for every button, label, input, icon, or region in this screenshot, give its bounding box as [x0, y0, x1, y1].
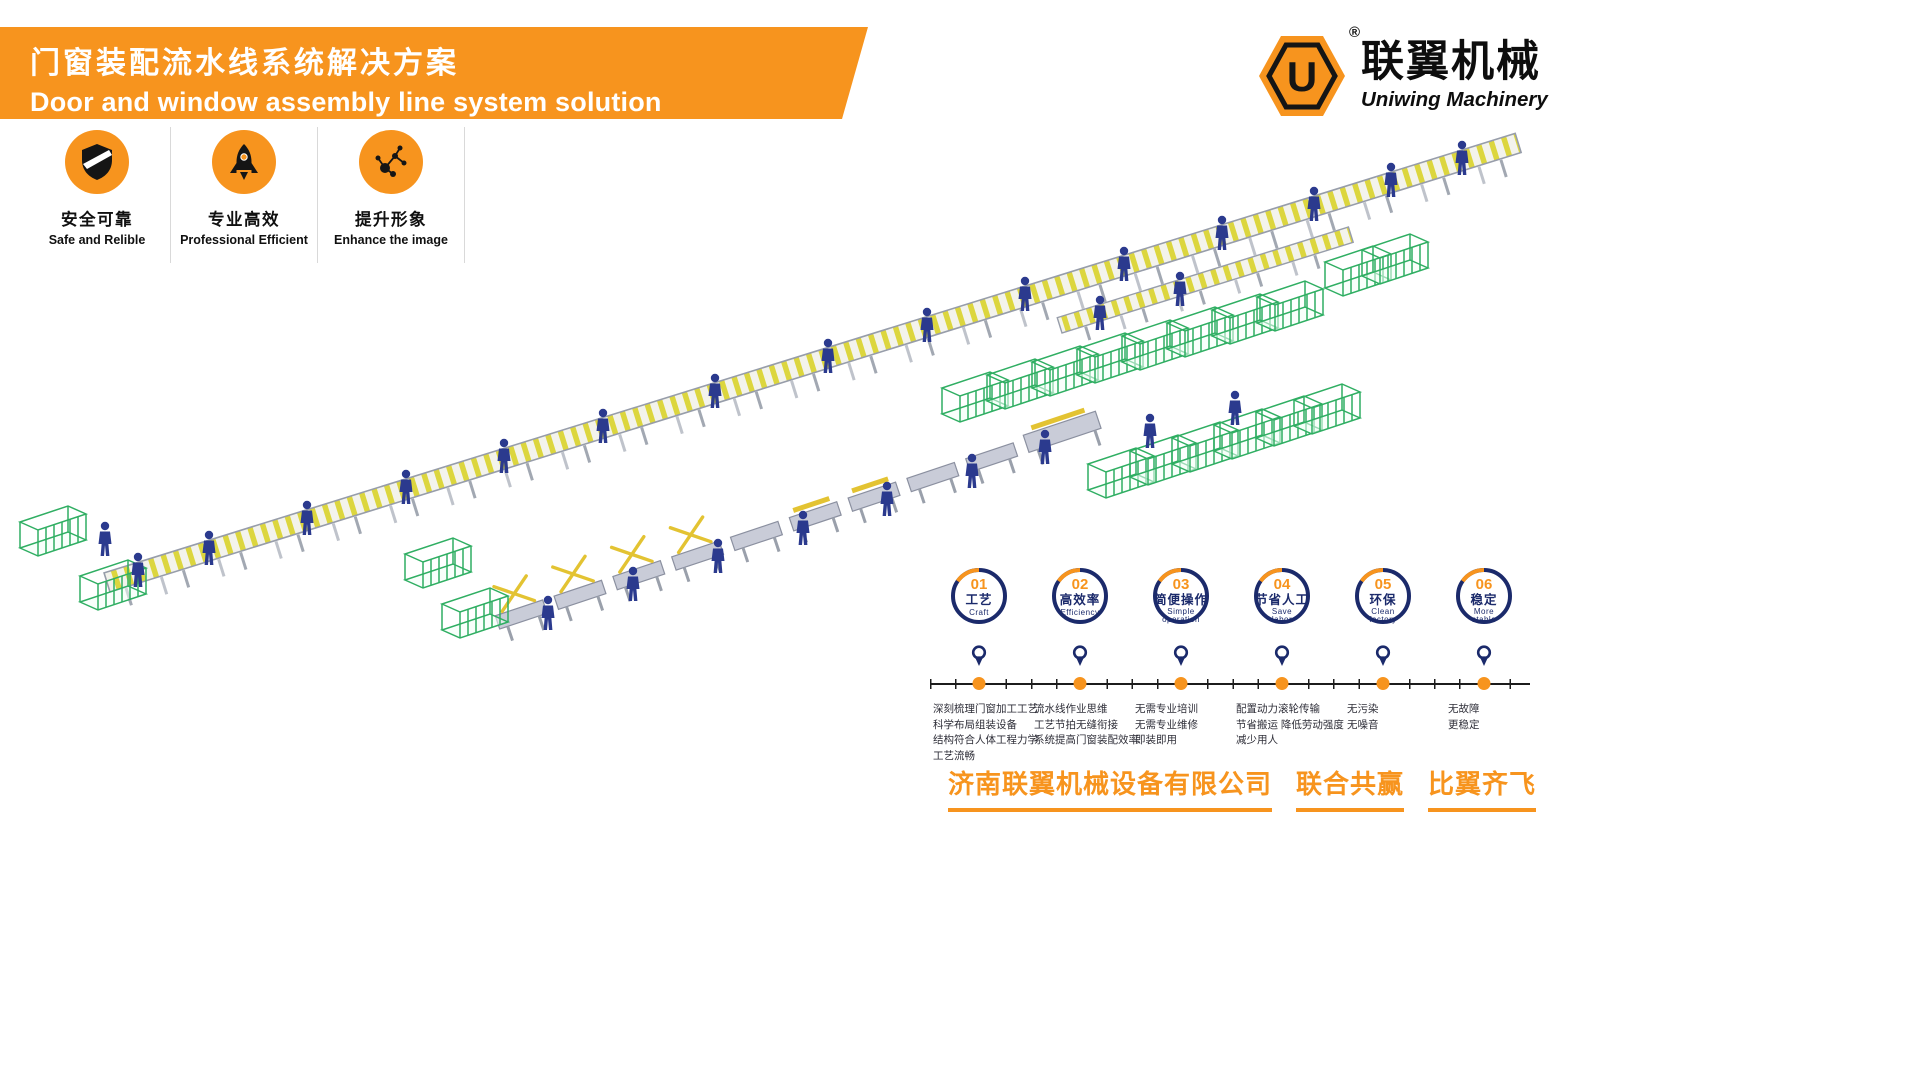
timeline-number: 03 — [1172, 576, 1189, 593]
timeline-label-en: Efficiency — [1060, 608, 1099, 617]
timeline-detail-text: 无需专业培训 无需专业维修 即装即用 — [1135, 703, 1198, 746]
brand-name-zh: 联翼机械 — [1361, 38, 1541, 87]
timeline-label-zh: 环保 — [1369, 592, 1396, 607]
timeline-detail-text: 流水线作业思维 工艺节拍无缝衔接 系统提高门窗装配效率 — [1034, 703, 1139, 746]
timeline-circle: 05 环保 Clean factory — [1354, 568, 1411, 624]
rocket-icon — [212, 130, 276, 194]
feature-label-en: Safe and Relible — [48, 233, 146, 247]
timeline-label-zh: 节省人工 — [1254, 592, 1308, 607]
brand-text: 联翼机械 Uniwing Machinery — [1361, 40, 1548, 111]
feature-badges: 安全可靠 Safe and Relible 专业高效 Professional … — [24, 127, 465, 263]
timeline-number: 05 — [1374, 576, 1391, 593]
window-frame-icon — [492, 515, 713, 614]
brand-name-en: Uniwing Machinery — [1361, 87, 1548, 111]
circle-accent-arc — [1258, 568, 1282, 583]
location-pin-icon — [1274, 645, 1289, 666]
registered-trademark: ® — [1348, 24, 1360, 41]
timeline-item-more-stable: 06 稳定 More stable 无故障 更稳定 — [1433, 566, 1534, 816]
timeline-circle: 03 简便操作 Simple operation — [1152, 568, 1209, 624]
timeline-label-zh: 高效率 — [1059, 592, 1100, 607]
circle-accent-arc — [1460, 568, 1484, 583]
title-banner: 门窗装配流水线系统解决方案 Door and window assembly l… — [0, 27, 868, 119]
company-footer: 济南联翼机械设备有限公司 联合共赢 比翼齐飞 — [948, 764, 1537, 812]
timeline-label-en2: labor — [1271, 615, 1291, 624]
slogan-win-win: 联合共赢 — [1296, 764, 1405, 812]
timeline-dot — [1275, 677, 1288, 690]
timeline-axis — [930, 683, 1530, 685]
timeline-label-en: Save — [1271, 607, 1291, 616]
timeline-dot — [972, 677, 985, 690]
timeline-label-en: More — [1473, 607, 1493, 616]
feature-label-zh: 专业高效 — [208, 211, 280, 229]
timeline-label-en: Clean — [1371, 607, 1394, 616]
feature-safe: 安全可靠 Safe and Relible — [24, 127, 171, 263]
timeline-circle: 04 节省人工 Save labor — [1253, 568, 1310, 624]
company-name: 济南联翼机械设备有限公司 — [948, 764, 1273, 812]
timeline-label-en: Simple — [1167, 607, 1195, 616]
timeline-dot — [1174, 677, 1187, 690]
circle-accent-arc — [1359, 568, 1383, 583]
molecule-icon — [359, 130, 423, 194]
logo-hexagon-icon: U ® — [1256, 24, 1360, 122]
brand-logo: U ® 联翼机械 Uniwing Machinery — [1256, 24, 1548, 122]
location-pin-icon — [1375, 645, 1390, 666]
timeline-item-craft: 01 工艺 Craft 深刻梳理门窗加工工艺 科学布局组装设备 结构符合人体工程… — [928, 566, 1038, 816]
circle-accent-arc — [1056, 568, 1080, 583]
location-pin-icon — [1173, 645, 1188, 666]
timeline-label-zh: 工艺 — [965, 592, 992, 607]
advantage-timeline: 01 工艺 Craft 深刻梳理门窗加工工艺 科学布局组装设备 结构符合人体工程… — [928, 566, 1534, 816]
timeline-number: 01 — [970, 576, 987, 593]
timeline-circle: 06 稳定 More stable — [1455, 568, 1512, 624]
timeline-label-en2: stable — [1471, 615, 1495, 624]
timeline-number: 06 — [1475, 576, 1492, 593]
timeline-detail-text: 无污染 无噪音 — [1347, 703, 1379, 731]
circle-accent-arc — [955, 568, 979, 583]
timeline-item-save-labor: 04 节省人工 Save labor 配置动力滚轮传输 节省搬运 降低劳动强度 … — [1231, 566, 1344, 816]
timeline-item-efficiency: 02 高效率 Efficiency 流水线作业思维 工艺节拍无缝衔接 系统提高门… — [1029, 566, 1139, 816]
timeline-detail-text: 配置动力滚轮传输 节省搬运 降低劳动强度 减少用人 — [1236, 703, 1344, 746]
timeline-item-simple-operation: 03 简便操作 Simple operation 无需专业培训 无需专业维修 即… — [1130, 566, 1231, 816]
feature-image: 提升形象 Enhance the image — [318, 127, 465, 263]
timeline-label-en2: operation — [1162, 615, 1200, 624]
timeline-label-zh: 稳定 — [1470, 592, 1497, 607]
timeline-dot — [1376, 677, 1389, 690]
timeline-circle: 01 工艺 Craft — [950, 568, 1007, 624]
timeline-label-en: Craft — [969, 608, 989, 617]
timeline-circle: 02 高效率 Efficiency — [1051, 568, 1108, 624]
conveyor-line-main — [103, 132, 1523, 608]
timeline-label-en2: factory — [1369, 615, 1397, 624]
timeline-dot — [1073, 677, 1086, 690]
timeline-number: 02 — [1071, 576, 1088, 593]
location-pin-icon — [1072, 645, 1087, 666]
timeline-label-zh: 简便操作 — [1153, 592, 1207, 607]
page-title-zh: 门窗装配流水线系统解决方案 — [30, 47, 459, 80]
logo-letter: U — [1287, 53, 1317, 100]
shield-icon — [65, 130, 129, 194]
feature-label-en: Enhance the image — [334, 233, 448, 247]
timeline-detail-text: 无故障 更稳定 — [1448, 703, 1480, 731]
timeline-dot — [1477, 677, 1490, 690]
timeline-detail-text: 深刻梳理门窗加工工艺 科学布局组装设备 结构符合人体工程力学 工艺流畅 — [933, 703, 1038, 762]
timeline-item-clean-factory: 05 环保 Clean factory 无污染 无噪音 — [1332, 566, 1433, 816]
location-pin-icon — [1476, 645, 1491, 666]
feature-label-en: Professional Efficient — [180, 233, 308, 247]
assembly-bench-line — [492, 407, 1102, 642]
conveyor-line-upper — [1056, 226, 1355, 346]
feature-label-zh: 安全可靠 — [61, 211, 133, 229]
feature-label-zh: 提升形象 — [355, 211, 427, 229]
feature-professional: 专业高效 Professional Efficient — [171, 127, 318, 263]
page-title-en: Door and window assembly line system sol… — [30, 87, 662, 117]
location-pin-icon — [971, 645, 986, 666]
timeline-number: 04 — [1273, 576, 1290, 593]
slogan-fly-together: 比翼齐飞 — [1428, 764, 1537, 812]
circle-accent-arc — [1157, 568, 1181, 583]
